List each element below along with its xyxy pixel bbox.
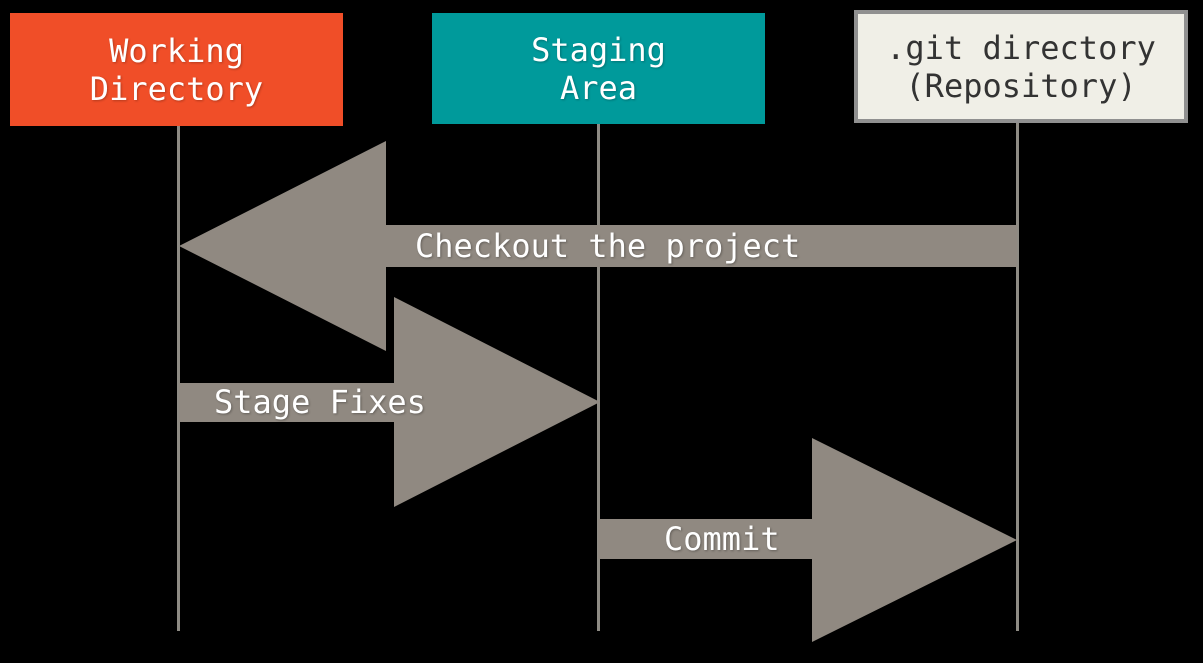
working-directory-box: Working Directory bbox=[10, 13, 343, 126]
stage-fixes-arrow-label: Stage Fixes bbox=[214, 383, 426, 421]
git-directory-lifeline bbox=[1016, 123, 1019, 631]
git-directory-title-line1: .git directory bbox=[886, 28, 1156, 67]
working-directory-title-line1: Working bbox=[109, 31, 244, 70]
stage-fixes-arrow bbox=[179, 297, 600, 507]
git-directory-title-line2: (Repository) bbox=[905, 66, 1137, 105]
commit-arrow bbox=[598, 438, 1017, 642]
staging-area-lifeline bbox=[597, 124, 600, 631]
commit-arrow-label: Commit bbox=[664, 520, 780, 558]
checkout-arrow bbox=[179, 141, 1017, 351]
working-directory-lifeline bbox=[177, 126, 180, 631]
checkout-arrow-label: Checkout the project bbox=[415, 227, 801, 265]
staging-area-title-line2: Area bbox=[559, 68, 638, 107]
git-directory-box: .git directory (Repository) bbox=[854, 10, 1188, 123]
staging-area-box: Staging Area bbox=[432, 13, 765, 124]
working-directory-title-line2: Directory bbox=[89, 69, 264, 108]
staging-area-title-line1: Staging bbox=[531, 30, 666, 69]
